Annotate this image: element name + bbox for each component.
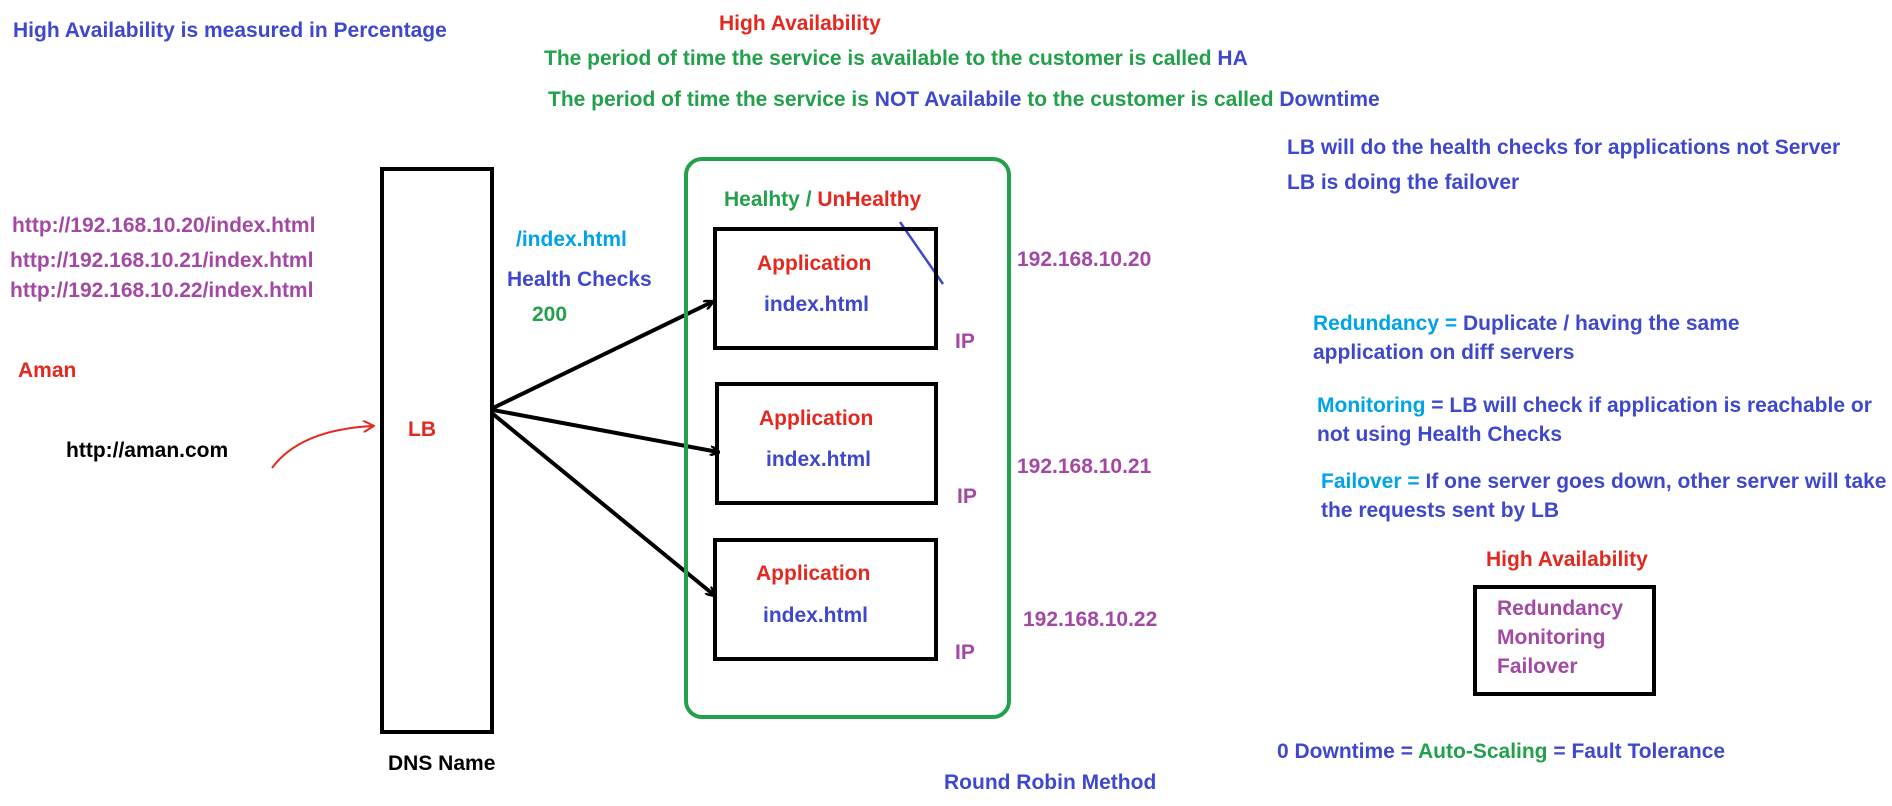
- app-3-ip: 192.168.10.22: [1023, 608, 1158, 631]
- user-name: Aman: [18, 359, 77, 382]
- arrow-user-to-lb: [271, 426, 372, 469]
- redundancy-def-1: Duplicate / having the same: [1462, 312, 1740, 335]
- dns-name-caption: DNS Name: [388, 752, 496, 775]
- summary-failover: Failover: [1497, 655, 1578, 678]
- url-2: http://192.168.10.21/index.html: [10, 249, 314, 272]
- health-check-label: Health Checks: [507, 268, 652, 291]
- summary-title: High Availability: [1486, 548, 1648, 571]
- redundancy-line-1: Redundancy = Duplicate / having the same: [1313, 312, 1740, 335]
- monitoring-line-2: not using Health Checks: [1317, 423, 1563, 446]
- zero-downtime-equation: 0 Downtime = Auto-Scaling = Fault Tolera…: [1277, 740, 1725, 763]
- status-separator: /: [799, 188, 818, 211]
- redundancy-eq: =: [1439, 312, 1463, 335]
- lb-label: LB: [408, 418, 436, 441]
- app-1-file: index.html: [764, 293, 870, 316]
- redundancy-line-2: application on diff servers: [1313, 341, 1575, 364]
- health-check-path: /index.html: [516, 228, 627, 251]
- summary-monitoring: Monitoring: [1497, 626, 1606, 649]
- summary-redundancy: Redundancy: [1497, 597, 1624, 620]
- target-group-box: [684, 157, 1011, 719]
- app-server-2: [715, 382, 938, 505]
- measured-note: High Availability is measured in Percent…: [13, 19, 447, 42]
- eq-1: =: [1394, 740, 1419, 763]
- healthy-label: Healhty: [724, 188, 800, 211]
- failover-term: Failover: [1321, 470, 1402, 493]
- ha-term: HA: [1217, 47, 1248, 70]
- arrow-lb-to-app1: [492, 302, 712, 410]
- failover-line-2: the requests sent by LB: [1321, 499, 1560, 522]
- eq-2: =: [1547, 740, 1572, 763]
- url-3: http://192.168.10.22/index.html: [10, 279, 314, 302]
- down-def-text: The period of time the service is: [548, 88, 869, 111]
- round-robin-caption: Round Robin Method: [944, 771, 1157, 794]
- app-2-ip-tag: IP: [957, 485, 977, 508]
- failover-def-1: If one server goes down, other server wi…: [1425, 470, 1887, 493]
- page-title: High Availability: [719, 12, 881, 35]
- url-1: http://192.168.10.20/index.html: [12, 214, 316, 237]
- monitoring-def-1: = LB will check if application is reacha…: [1425, 394, 1872, 417]
- lb-failover-note: LB is doing the failover: [1287, 171, 1520, 194]
- unhealthy-label: UnHealthy: [817, 188, 922, 211]
- downtime-term: Downtime: [1279, 88, 1380, 111]
- app-2-file: index.html: [766, 448, 872, 471]
- not-available: NOT Availabile: [874, 88, 1022, 111]
- lb-health-note: LB will do the health checks for applica…: [1287, 136, 1841, 159]
- monitoring-line-1: Monitoring = LB will check if applicatio…: [1317, 394, 1872, 417]
- arrow-lb-to-app2: [492, 408, 718, 452]
- app-1-ip-tag: IP: [955, 330, 975, 353]
- fault-tolerance: Fault Tolerance: [1571, 740, 1726, 763]
- app-1-name: Application: [757, 252, 872, 275]
- zero-downtime: 0 Downtime: [1277, 740, 1395, 763]
- load-balancer-box: [380, 167, 494, 734]
- monitoring-term: Monitoring: [1317, 394, 1426, 417]
- app-server-3: [713, 538, 938, 661]
- down-def-mid: to the customer is called: [1027, 88, 1274, 111]
- app-3-name: Application: [756, 562, 871, 585]
- failover-eq: =: [1401, 470, 1426, 493]
- downtime-definition: The period of time the service is NOT Av…: [548, 88, 1380, 111]
- ha-def-text: The period of time the service is availa…: [544, 47, 1212, 70]
- arrow-lb-to-app3: [491, 412, 714, 595]
- health-check-code: 200: [532, 303, 568, 326]
- domain-url: http://aman.com: [66, 439, 229, 462]
- app-2-name: Application: [759, 407, 874, 430]
- app-1-ip: 192.168.10.20: [1017, 248, 1152, 271]
- summary-box: [1473, 585, 1656, 696]
- ha-definition: The period of time the service is availa…: [544, 47, 1248, 70]
- redundancy-term: Redundancy: [1313, 312, 1440, 335]
- app-3-file: index.html: [763, 604, 869, 627]
- auto-scaling: Auto-Scaling: [1418, 740, 1548, 763]
- app-server-1: [713, 227, 938, 350]
- failover-line-1: Failover = If one server goes down, othe…: [1321, 470, 1886, 493]
- app-3-ip-tag: IP: [955, 641, 975, 664]
- app-2-ip: 192.168.10.21: [1017, 455, 1152, 478]
- health-status-legend: Healhty / UnHealthy: [724, 188, 921, 211]
